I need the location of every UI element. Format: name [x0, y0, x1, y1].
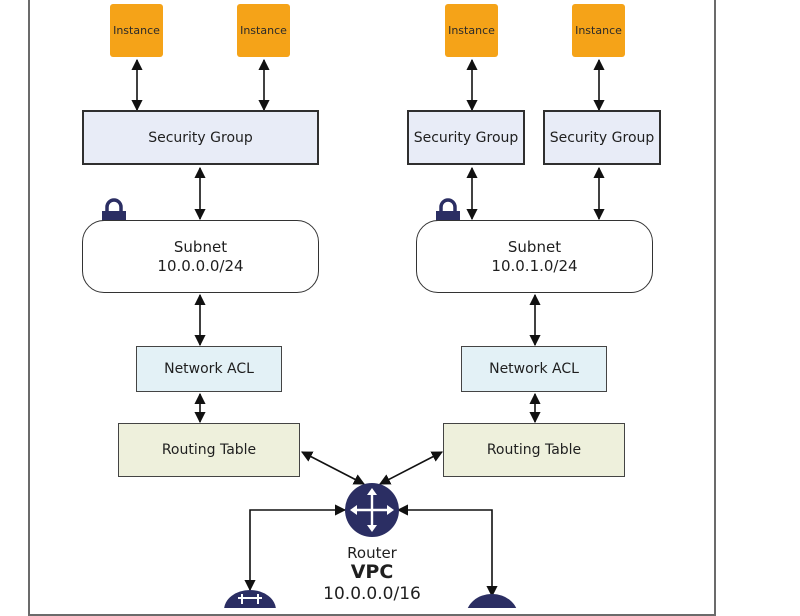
- router-icon[interactable]: [344, 482, 400, 538]
- routing-table-label: Routing Table: [486, 442, 582, 458]
- arrow-rt-router-right: [379, 451, 443, 485]
- vpc-cidr: 10.0.0.0/16: [323, 584, 421, 604]
- subnet-box[interactable]: Subnet 10.0.0.0/24: [82, 220, 319, 293]
- instance-box[interactable]: Instance: [445, 4, 498, 57]
- security-group-box[interactable]: Security Group: [407, 110, 525, 165]
- arrow-router-right-gateway: [396, 504, 498, 598]
- instance-label: Instance: [575, 24, 622, 37]
- network-acl-box[interactable]: Network ACL: [136, 346, 282, 392]
- security-group-box[interactable]: Security Group: [543, 110, 661, 165]
- gateway-icon[interactable]: [466, 592, 518, 608]
- router-label: Router: [347, 544, 397, 562]
- security-group-box[interactable]: Security Group: [82, 110, 319, 165]
- network-acl-label: Network ACL: [164, 361, 254, 377]
- gateway-icon[interactable]: [224, 588, 276, 608]
- instance-box[interactable]: Instance: [110, 4, 163, 57]
- routing-table-box[interactable]: Routing Table: [118, 423, 300, 477]
- security-group-label: Security Group: [413, 129, 519, 146]
- subnet-box[interactable]: Subnet 10.0.1.0/24: [416, 220, 653, 293]
- subnet-cidr: 10.0.1.0/24: [491, 256, 578, 275]
- routing-table-label: Routing Table: [161, 442, 257, 458]
- connector-arrows: [131, 58, 605, 598]
- arrow-rt-router-left: [301, 451, 365, 485]
- arrow-router-left-gateway: [244, 504, 347, 592]
- security-group-label: Security Group: [148, 129, 253, 146]
- network-acl-box[interactable]: Network ACL: [461, 346, 607, 392]
- network-acl-label: Network ACL: [489, 361, 579, 377]
- subnet-label: Subnet: [173, 237, 228, 256]
- instance-label: Instance: [240, 24, 287, 37]
- instance-box[interactable]: Instance: [237, 4, 290, 57]
- vpc-label: VPC: [350, 561, 394, 583]
- routing-table-box[interactable]: Routing Table: [443, 423, 625, 477]
- security-group-label: Security Group: [549, 129, 655, 146]
- instance-label: Instance: [113, 24, 160, 37]
- subnet-cidr: 10.0.0.0/24: [157, 256, 244, 275]
- instance-box[interactable]: Instance: [572, 4, 625, 57]
- instance-label: Instance: [448, 24, 495, 37]
- subnet-label: Subnet: [507, 237, 562, 256]
